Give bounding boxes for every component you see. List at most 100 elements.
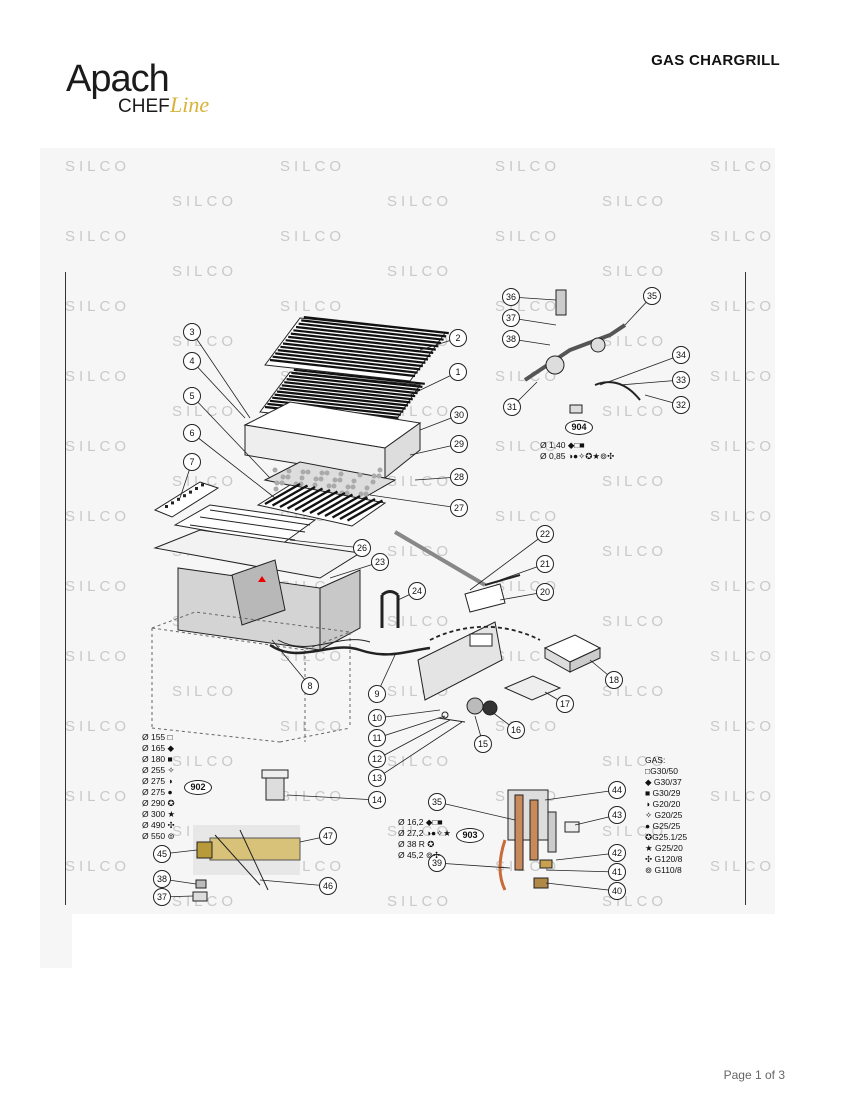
watermark-text: SILCO	[710, 788, 776, 805]
part-callout-42: 42	[608, 844, 626, 862]
watermark-text: SILCO	[387, 473, 453, 490]
part-callout-23: 23	[371, 553, 389, 571]
watermark-text: SILCO	[65, 718, 131, 735]
callout-leader-line	[436, 801, 516, 821]
part-callout-16: 16	[507, 721, 525, 739]
spec-line: Ø 155 □	[142, 732, 173, 742]
part-callout-28: 28	[450, 468, 468, 486]
spec-line: Ø 180 ■	[142, 754, 173, 764]
document-title: GAS CHARGRILL	[651, 52, 780, 69]
watermark-text: SILCO	[172, 193, 238, 210]
callout-leader-line	[544, 789, 618, 801]
callout-leader-line	[619, 379, 682, 386]
callout-leader-line	[191, 432, 276, 499]
watermark-text: SILCO	[602, 263, 668, 280]
part-callout-29: 29	[450, 435, 468, 453]
callout-leader-line	[436, 862, 511, 869]
watermark-text: SILCO	[602, 753, 668, 770]
watermark-text: SILCO	[710, 438, 776, 455]
watermark-text: SILCO	[65, 508, 131, 525]
callout-leader-line	[191, 331, 251, 419]
gas-legend-line: □G30/50	[645, 766, 679, 776]
left-frame-line	[65, 272, 66, 905]
part-callout-10: 10	[368, 709, 386, 727]
gas-legend-line: ◑ G20/20	[645, 799, 681, 809]
part-callout-35: 35	[428, 793, 446, 811]
watermark-text: SILCO	[602, 543, 668, 560]
part-callout-38: 38	[502, 330, 520, 348]
watermark-text: SILCO	[65, 228, 131, 245]
part-callout-22: 22	[536, 525, 554, 543]
ref-label-903: 903	[456, 828, 484, 843]
watermark-text: SILCO	[602, 403, 668, 420]
spec-line: Ø 165 ◆	[142, 743, 175, 753]
part-callout-30: 30	[450, 406, 468, 424]
ref-label-904: 904	[565, 420, 593, 435]
part-callout-14: 14	[368, 791, 386, 809]
watermark-text: SILCO	[280, 158, 346, 175]
watermark-text: SILCO	[710, 158, 776, 175]
spec-line: Ø 290 ✪	[142, 798, 175, 808]
part-callout-12: 12	[368, 750, 386, 768]
watermark-text: SILCO	[387, 613, 453, 630]
callout-leader-line	[369, 494, 460, 509]
part-callout-21: 21	[536, 555, 554, 573]
gas-legend-line: ✪G25.1/25	[645, 832, 688, 842]
watermark-text: SILCO	[495, 368, 561, 385]
watermark-text: SILCO	[172, 403, 238, 420]
stand-cabinet	[151, 611, 352, 743]
part-callout-1: 1	[449, 363, 467, 381]
callout-leader-line	[545, 882, 618, 892]
spec-line: Ø 550 ⊚	[142, 831, 175, 841]
watermark-text: SILCO	[65, 158, 131, 175]
spec-block-904: Ø 1,40 ◆□■ Ø 0,85 ◑●✧✪★⊚✣	[540, 440, 614, 462]
watermark-text: SILCO	[710, 298, 776, 315]
spec-line: Ø 490 ✣	[142, 820, 175, 830]
part-callout-46: 46	[319, 877, 337, 895]
watermark-text: SILCO	[280, 718, 346, 735]
brand-logo-chef: CHEF	[118, 96, 170, 117]
spec-line: Ø 27,2 ◑●✧★	[398, 828, 451, 838]
part-callout-38: 38	[153, 870, 171, 888]
part-callout-40: 40	[608, 882, 626, 900]
part-callout-17: 17	[556, 695, 574, 713]
gas-legend: GAS: □G30/50 ◆ G30/37 ■ G30/29 ◑ G20/20 …	[645, 755, 687, 876]
part-callout-3: 3	[183, 323, 201, 341]
watermark-text: SILCO	[710, 228, 776, 245]
spec-block-902: Ø 155 □ Ø 165 ◆ Ø 180 ■ Ø 255 ✧ Ø 275 ◑ …	[142, 732, 175, 842]
spec-line: Ø 275 ◑	[142, 776, 173, 786]
watermark-text: SILCO	[602, 473, 668, 490]
part-callout-31: 31	[503, 398, 521, 416]
gas-legend-line: ◆ G30/37	[645, 777, 682, 787]
part-callout-44: 44	[608, 781, 626, 799]
part-callout-20: 20	[536, 583, 554, 601]
callout-leader-line	[191, 360, 246, 419]
callout-leader-line	[469, 533, 546, 591]
callout-leader-line	[376, 715, 446, 739]
watermark-text: SILCO	[65, 298, 131, 315]
watermark-text: SILCO	[387, 753, 453, 770]
part-callout-26: 26	[353, 539, 371, 557]
part-callout-37: 37	[153, 888, 171, 906]
spec-line: Ø 45,2 ⊚✣	[398, 850, 441, 860]
part-callout-34: 34	[672, 346, 690, 364]
part-callout-13: 13	[368, 769, 386, 787]
gas-legend-line: ✣ G120/8	[645, 854, 683, 864]
part-callout-4: 4	[183, 352, 201, 370]
watermark-text: SILCO	[710, 578, 776, 595]
brand-logo: Apach	[66, 58, 170, 100]
spec-line: Ø 1,40 ◆□■	[540, 440, 585, 450]
part-callout-41: 41	[608, 863, 626, 881]
spec-line: Ø 0,85 ◑●✧✪★⊚✣	[540, 451, 615, 461]
spec-line: Ø 16,2 ◆□■	[398, 817, 443, 827]
gas-legend-line: ● G25/25	[645, 821, 681, 831]
callout-leader-line	[376, 721, 463, 779]
part-callout-9: 9	[368, 685, 386, 703]
gas-legend-line: ■ G30/29	[645, 788, 681, 798]
watermark-text: SILCO	[65, 648, 131, 665]
watermark-text: SILCO	[65, 438, 131, 455]
callout-leader-line	[286, 794, 378, 801]
callout-leader-line	[191, 395, 271, 479]
part-callout-36: 36	[502, 288, 520, 306]
